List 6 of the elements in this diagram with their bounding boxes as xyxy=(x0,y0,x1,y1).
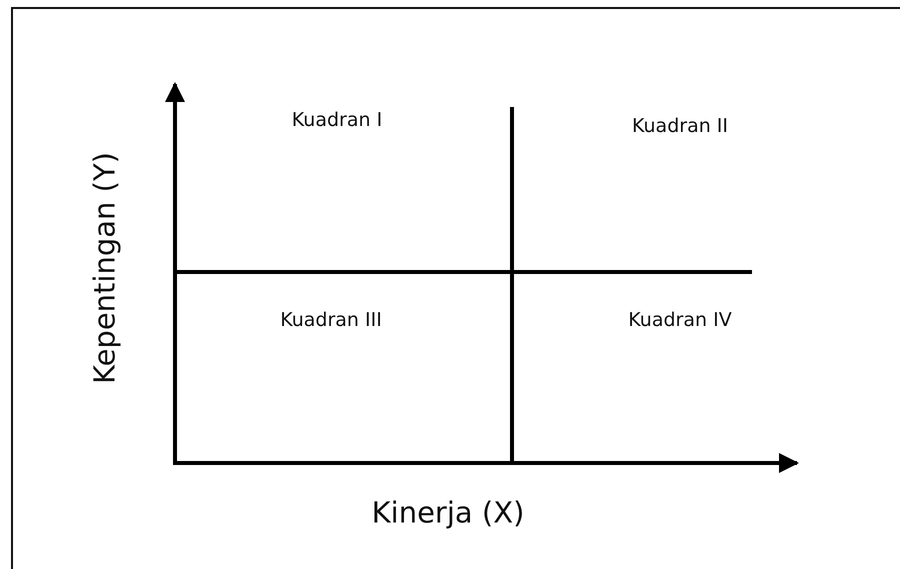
quadrant-label: Kuadran II xyxy=(632,116,728,138)
quadrant-label: Kuadran IV xyxy=(628,310,732,332)
quadrant-label: Kuadran I xyxy=(292,110,382,132)
y-axis-title: Kepentingan (Y) xyxy=(88,152,122,384)
quadrant-label: Kuadran III xyxy=(280,310,382,332)
x-axis-title: Kinerja (X) xyxy=(372,496,524,530)
